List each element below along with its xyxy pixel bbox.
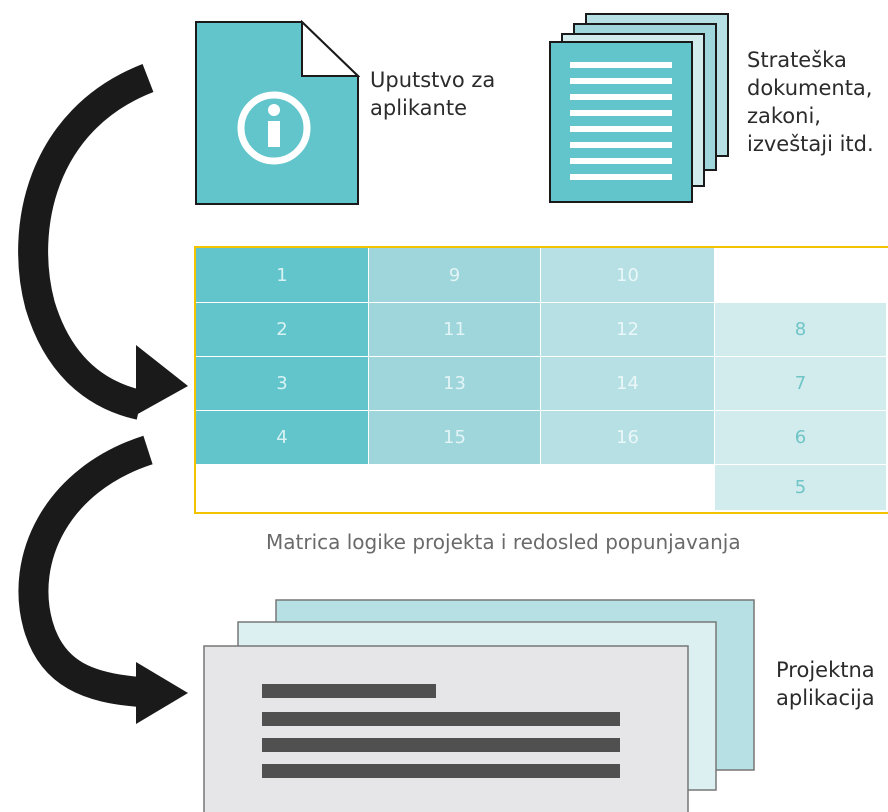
matrix-cell: 4 (196, 410, 368, 464)
matrix-cell: 6 (714, 410, 886, 464)
matrix-cell: 10 (540, 248, 714, 302)
document-stack-icon (549, 13, 729, 203)
matrix-caption: Matrica logike projekta i redosled popun… (266, 530, 741, 554)
curved-arrow-icon (18, 435, 188, 724)
application-stack-icon (203, 599, 755, 812)
matrix-cell: 2 (196, 302, 368, 356)
matrix-cell: 15 (368, 410, 540, 464)
matrix-cell: 13 (368, 356, 540, 410)
matrix-cell: 11 (368, 302, 540, 356)
matrix-cell: 16 (540, 410, 714, 464)
strategic-docs-label: Strateška dokumenta, zakoni, izveštaji i… (747, 48, 874, 156)
matrix-cell: 9 (368, 248, 540, 302)
matrix-cell: 8 (714, 302, 886, 356)
matrix-frame (194, 246, 888, 514)
matrix-cell: 3 (196, 356, 368, 410)
applicant-guide-label: Uputstvo za aplikante (370, 68, 496, 120)
matrix-cell: 12 (540, 302, 714, 356)
matrix-cell: 7 (714, 356, 886, 410)
matrix-cell: 5 (714, 464, 886, 510)
curved-arrow-icon (18, 64, 188, 420)
info-document-icon (195, 20, 360, 205)
matrix-cell: 14 (540, 356, 714, 410)
project-application-label: Projektna aplikacija (776, 658, 875, 710)
matrix-cell: 1 (196, 248, 368, 302)
